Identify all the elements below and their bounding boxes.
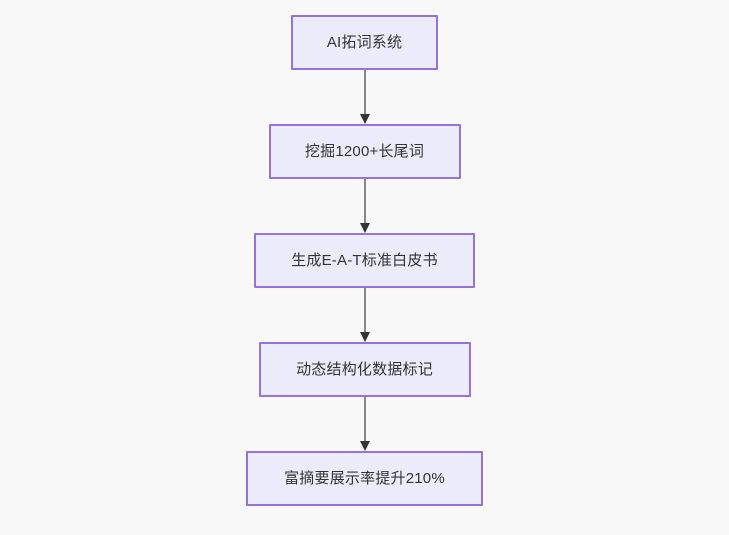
flow-node-label: 富摘要展示率提升210%	[284, 470, 445, 487]
flow-node-rich-snippet-impression-lift[interactable]: 富摘要展示率提升210%	[246, 451, 483, 506]
flow-node-label: AI拓词系统	[326, 34, 403, 51]
arrow-down-icon	[359, 223, 370, 233]
flow-node-label: 挖掘1200+长尾词	[304, 143, 425, 160]
flow-node-ai-keyword-system[interactable]: AI拓词系统	[291, 15, 438, 70]
flow-node-mine-longtail-keywords[interactable]: 挖掘1200+长尾词	[268, 124, 461, 179]
top-spacer	[364, 0, 365, 15]
connector-line	[363, 288, 366, 332]
connector-line	[363, 70, 366, 114]
arrow-down-icon	[359, 332, 370, 342]
flow-connector-n2-n3	[358, 288, 372, 342]
flow-node-generate-eat-whitepaper[interactable]: 生成E-A-T标准白皮书	[254, 233, 475, 288]
flow-connector-n1-n2	[358, 179, 372, 233]
arrow-down-icon	[359, 441, 370, 451]
flow-connector-n3-n4	[358, 397, 372, 451]
flow-node-dynamic-structured-data-markup[interactable]: 动态结构化数据标记	[258, 342, 471, 397]
flow-node-label: 动态结构化数据标记	[296, 361, 433, 378]
flow-connector-n0-n1	[358, 70, 372, 124]
flow-node-label: 生成E-A-T标准白皮书	[291, 252, 438, 269]
arrow-down-icon	[359, 114, 370, 124]
connector-line	[363, 179, 366, 223]
connector-line	[363, 397, 366, 441]
